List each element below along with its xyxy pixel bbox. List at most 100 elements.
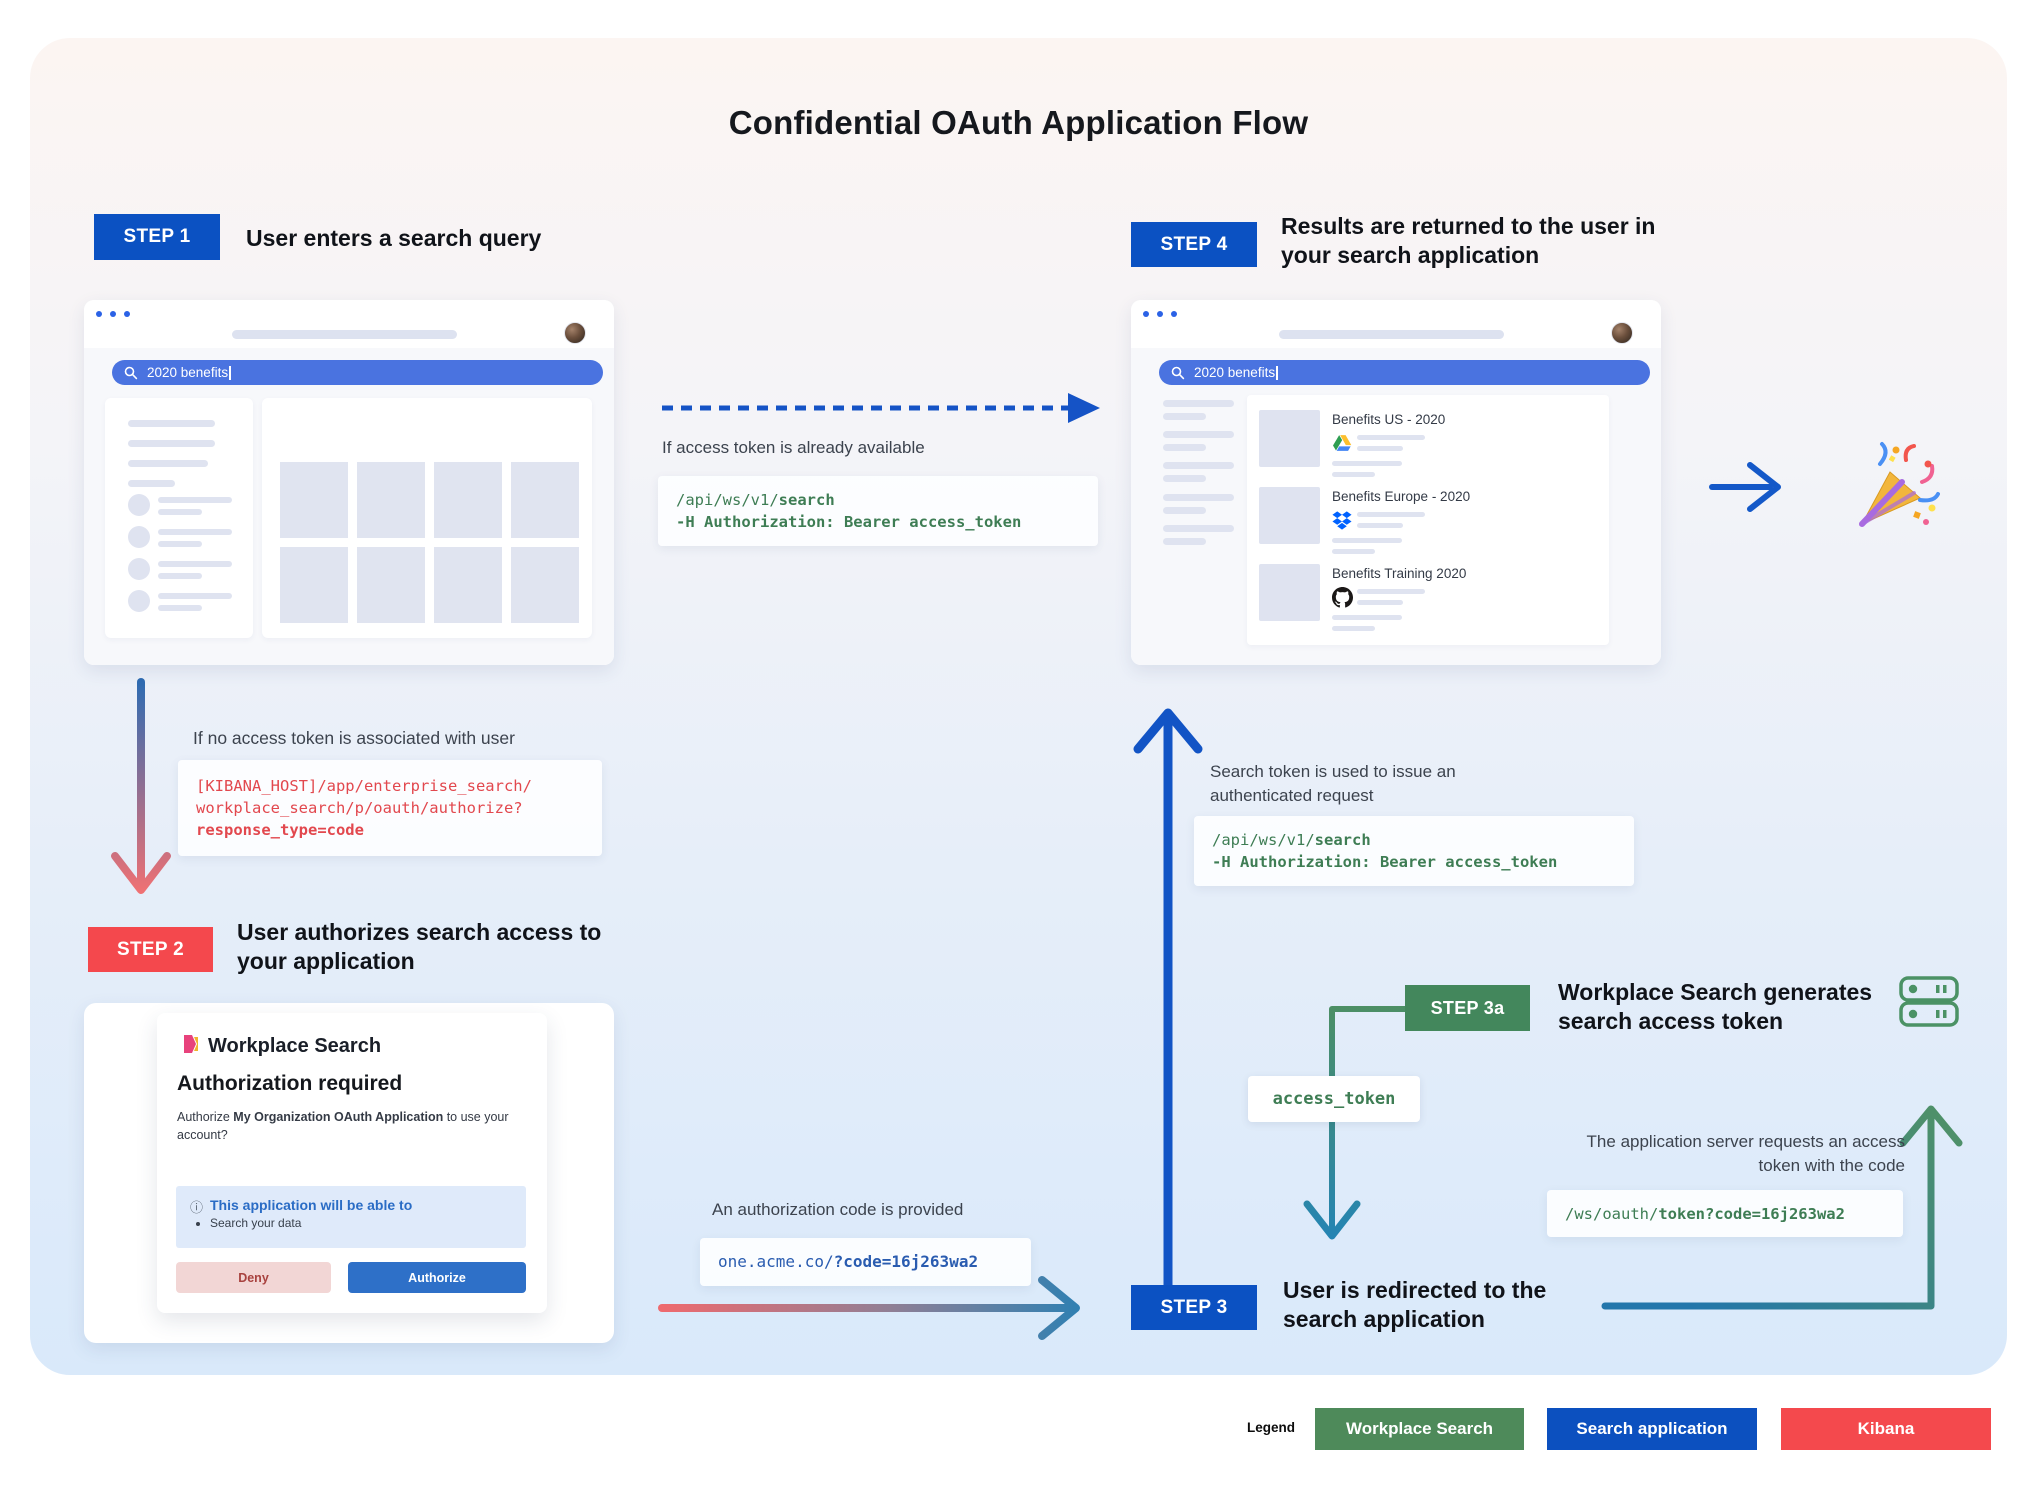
thumbnail-tile: [511, 462, 579, 538]
dialog-body: Authorize My Organization OAuth Applicat…: [177, 1108, 522, 1144]
step1-badge: STEP 1: [94, 214, 220, 260]
text-caret: [1276, 365, 1278, 380]
skeleton-line: [1163, 494, 1234, 501]
dialog-body-text: Authorize: [177, 1110, 234, 1124]
code-text: /api/ws/v1/: [1212, 831, 1315, 849]
api-search-code: /api/ws/v1/search -H Authorization: Bear…: [658, 476, 1098, 546]
skeleton-line: [158, 573, 202, 579]
code-text: [KIBANA_HOST]/app/enterprise_search/: [196, 777, 532, 795]
step2-title: User authorizes search access to your ap…: [237, 919, 602, 974]
skeleton-line: [158, 561, 232, 567]
result-thumbnail: [1259, 410, 1320, 467]
server-request-label: The application server requests an acces…: [1586, 1132, 1905, 1175]
skeleton-line: [1357, 600, 1403, 605]
step3a-badge: STEP 3a: [1405, 985, 1530, 1031]
thumbnail-tile: [434, 462, 502, 538]
skeleton-line: [1332, 615, 1402, 620]
step3a-title: Workplace Search generates search access…: [1558, 979, 1873, 1034]
text-caret: [229, 365, 231, 380]
server-icon: [1899, 976, 1959, 1027]
skeleton-line: [158, 605, 202, 611]
thumbnail-tile: [511, 547, 579, 623]
skeleton-line: [158, 529, 232, 535]
address-bar[interactable]: [1279, 330, 1504, 339]
authorize-button[interactable]: Authorize: [348, 1262, 526, 1293]
dialog-body-text: to use your account?: [177, 1110, 509, 1142]
results-browser-mockup: 2020 benefits Benefits US - 2: [1131, 300, 1661, 665]
page-title: Confidential OAuth Application Flow: [728, 104, 1309, 141]
skeleton-line: [128, 460, 208, 467]
skeleton-line: [128, 420, 215, 427]
thumbnail-tile: [434, 547, 502, 623]
skeleton-line: [128, 480, 175, 487]
scope-item: Search your data: [210, 1216, 301, 1230]
thumbnail-tile: [357, 462, 425, 538]
code-text-bold: search: [778, 491, 835, 509]
search-query: 2020 benefits: [1194, 365, 1276, 380]
skeleton-line: [1357, 446, 1403, 451]
workplace-search-logo: [184, 1035, 198, 1053]
window-dot-icon: [1143, 311, 1149, 317]
code-text-bold: -H Authorization: Bearer access_token: [1212, 853, 1558, 871]
skeleton-line: [1332, 626, 1375, 631]
search-icon: [1171, 366, 1185, 379]
code-text: /ws/oauth/: [1565, 1204, 1659, 1223]
code-text-bold: -H Authorization: Bearer access_token: [676, 513, 1022, 531]
code-text-bold: ?code=16j263wa2: [833, 1252, 979, 1271]
no-token-label: If no access token is associated with us…: [193, 728, 515, 748]
avatar[interactable]: [564, 322, 586, 344]
skeleton-line: [1357, 512, 1425, 517]
thumbnail-tile: [280, 462, 348, 538]
address-bar[interactable]: [232, 330, 457, 339]
ws-token-code: /ws/oauth/token?code=16j263wa2: [1547, 1190, 1903, 1237]
scope-box: ⓘ This application will be able to Searc…: [176, 1186, 526, 1248]
skeleton-line: [1163, 525, 1234, 532]
skeleton-line: [1332, 461, 1402, 466]
results-skeleton-card: [262, 398, 592, 638]
code-text-bold: token?code=16j263wa2: [1658, 1204, 1845, 1223]
thumbnail-grid: [280, 462, 579, 623]
legend-label: Legend: [1247, 1420, 1296, 1435]
browser-chrome: [84, 300, 614, 349]
search-icon: [124, 366, 138, 379]
search-input[interactable]: 2020 benefits: [112, 360, 603, 385]
skeleton-line: [158, 497, 232, 503]
code-text: workplace_search/p/oauth/authorize?: [196, 799, 523, 817]
browser-chrome: [1131, 300, 1661, 349]
dialog-app-name: My Organization OAuth Application: [233, 1110, 444, 1124]
info-icon: ⓘ: [190, 1200, 204, 1215]
kibana-authorize-code: [KIBANA_HOST]/app/enterprise_search/ wor…: [178, 760, 602, 856]
sidebar-skeleton-card: [105, 398, 253, 638]
scope-title: This application will be able to: [210, 1197, 413, 1213]
window-dot-icon: [1171, 311, 1177, 317]
skeleton-line: [158, 541, 202, 547]
step2-badge: STEP 2: [88, 927, 213, 972]
legend-item-workplace-search: Workplace Search: [1315, 1408, 1524, 1450]
result-title: Benefits Training 2020: [1332, 566, 1467, 581]
search-token-label: Search token is used to issue an authent…: [1210, 762, 1456, 805]
step1-title: User enters a search query: [246, 225, 542, 251]
search-input[interactable]: 2020 benefits: [1159, 360, 1650, 385]
skeleton-avatar: [128, 494, 150, 516]
deny-button[interactable]: Deny: [176, 1262, 331, 1293]
legend-item-kibana: Kibana: [1781, 1408, 1991, 1450]
dialog-brand: Workplace Search: [208, 1035, 382, 1057]
auth-code-label: An authorization code is provided: [712, 1200, 964, 1219]
token-available-label: If access token is already available: [662, 438, 925, 457]
window-dot-icon: [110, 311, 116, 317]
thumbnail-tile: [357, 547, 425, 623]
skeleton-line: [1332, 549, 1375, 554]
skeleton-avatar: [128, 558, 150, 580]
dropbox-icon: [1332, 511, 1352, 530]
search-app-browser-mockup: 2020 benefits: [84, 300, 614, 665]
avatar[interactable]: [1611, 322, 1633, 344]
skeleton-line: [1163, 400, 1234, 407]
dialog-heading: Authorization required: [177, 1072, 403, 1095]
skeleton-line: [1163, 538, 1206, 545]
result-title: Benefits Europe - 2020: [1332, 489, 1471, 504]
skeleton-avatar: [128, 526, 150, 548]
thumbnail-tile: [280, 547, 348, 623]
result-title: Benefits US - 2020: [1332, 412, 1446, 427]
api-search-code-2: /api/ws/v1/search -H Authorization: Bear…: [1194, 816, 1634, 886]
